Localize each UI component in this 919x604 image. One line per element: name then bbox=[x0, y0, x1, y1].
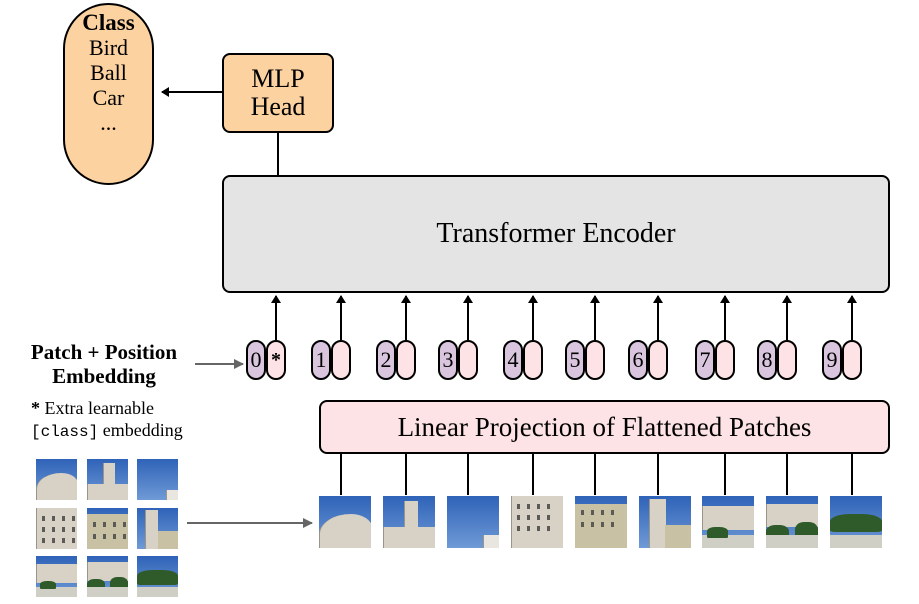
image-patch-8 bbox=[766, 496, 818, 548]
note-line1: Extra learnable bbox=[44, 398, 154, 418]
patch-embedding-6 bbox=[648, 340, 668, 380]
note-line2: embedding bbox=[102, 420, 183, 440]
patch-embedding-7 bbox=[715, 340, 735, 380]
grid-patch-2 bbox=[87, 459, 128, 500]
image-patch-6 bbox=[639, 496, 691, 548]
grid-patch-4 bbox=[36, 508, 77, 549]
pe-label-line2: Embedding bbox=[52, 364, 156, 388]
pe-label-line1: Patch + Position bbox=[30, 340, 178, 364]
position-embedding-4: 4 bbox=[503, 340, 523, 380]
position-embedding-9: 9 bbox=[822, 340, 842, 380]
position-embedding-5: 5 bbox=[565, 340, 585, 380]
class-title: Class bbox=[82, 10, 135, 35]
image-patch-9 bbox=[830, 496, 882, 548]
transformer-encoder-box: Transformer Encoder bbox=[222, 175, 890, 293]
class-item-ball: Ball bbox=[90, 60, 127, 85]
patch-embedding-3 bbox=[458, 340, 478, 380]
patch-embedding-2 bbox=[396, 340, 416, 380]
image-patch-3 bbox=[447, 496, 499, 548]
linear-projection-box: Linear Projection of Flattened Patches bbox=[319, 400, 890, 454]
mlp-head-line1: MLP bbox=[251, 64, 305, 93]
extra-learnable-note: * Extra learnable [class] embedding bbox=[31, 397, 211, 443]
mlp-head-line2: Head bbox=[250, 92, 306, 121]
image-patch-5 bbox=[575, 496, 627, 548]
patch-embedding-9 bbox=[842, 340, 862, 380]
image-patch-2 bbox=[383, 496, 435, 548]
position-embedding-7: 7 bbox=[695, 340, 715, 380]
patch-position-embedding-label: Patch + Position Embedding bbox=[8, 340, 200, 388]
grid-patch-7 bbox=[36, 556, 77, 597]
grid-patch-8 bbox=[87, 556, 128, 597]
position-embedding-2: 2 bbox=[376, 340, 396, 380]
position-embedding-6: 6 bbox=[628, 340, 648, 380]
position-embedding-0: 0 bbox=[246, 340, 266, 380]
image-patch-7 bbox=[702, 496, 754, 548]
class-item-car: Car bbox=[92, 85, 125, 110]
grid-patch-3 bbox=[137, 459, 178, 500]
position-embedding-3: 3 bbox=[438, 340, 458, 380]
grid-patch-9 bbox=[137, 556, 178, 597]
mlp-head-box: MLP Head bbox=[222, 53, 334, 133]
class-token-code: [class] bbox=[31, 423, 99, 441]
linear-projection-label: Linear Projection of Flattened Patches bbox=[397, 411, 812, 442]
patch-embedding-5 bbox=[585, 340, 605, 380]
transformer-encoder-label: Transformer Encoder bbox=[436, 218, 676, 249]
class-item-ellipsis: ... bbox=[100, 110, 117, 135]
image-patch-1 bbox=[319, 496, 371, 548]
image-patch-4 bbox=[511, 496, 563, 548]
grid-patch-6 bbox=[137, 508, 178, 549]
class-output-box: Class Bird Ball Car ... bbox=[63, 3, 154, 185]
class-item-bird: Bird bbox=[88, 35, 129, 60]
note-star: * bbox=[31, 398, 40, 418]
grid-patch-5 bbox=[87, 508, 128, 549]
patch-embedding-8 bbox=[777, 340, 797, 380]
position-embedding-8: 8 bbox=[757, 340, 777, 380]
grid-patch-1 bbox=[36, 459, 77, 500]
class-token-embedding: * bbox=[266, 340, 286, 380]
position-embedding-1: 1 bbox=[311, 340, 331, 380]
patch-embedding-1 bbox=[331, 340, 351, 380]
patch-embedding-4 bbox=[523, 340, 543, 380]
